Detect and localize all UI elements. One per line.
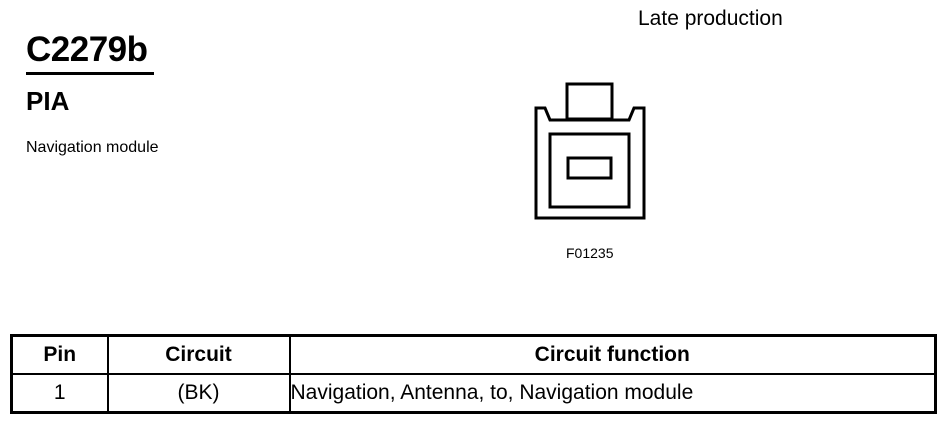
component-name: Navigation module	[26, 139, 159, 156]
column-header-circuit-function: Circuit function	[288, 334, 937, 375]
table-row: 1 (BK) Navigation, Antenna, to, Navigati…	[10, 373, 937, 414]
connector-pin-slot	[566, 156, 613, 180]
column-header-circuit: Circuit	[106, 334, 291, 375]
circuit-cell: (BK)	[106, 373, 291, 414]
column-header-pin: Pin	[10, 334, 109, 375]
circuit-function-cell: Navigation, Antenna, to, Navigation modu…	[288, 373, 937, 414]
production-variant-label: Late production	[638, 7, 783, 30]
connector-face-diagram	[534, 82, 646, 220]
pin-table: Pin Circuit Circuit function 1 (BK) Navi…	[10, 334, 937, 414]
pin-table-header-row: Pin Circuit Circuit function	[10, 334, 937, 375]
figure-reference: F01235	[566, 245, 614, 261]
pin-number-cell: 1	[10, 373, 109, 414]
connector-id: C2279b	[26, 30, 154, 75]
connector-locking-tab	[565, 82, 614, 121]
connector-inner-cavity	[548, 132, 631, 209]
connector-code: PIA	[26, 86, 70, 116]
